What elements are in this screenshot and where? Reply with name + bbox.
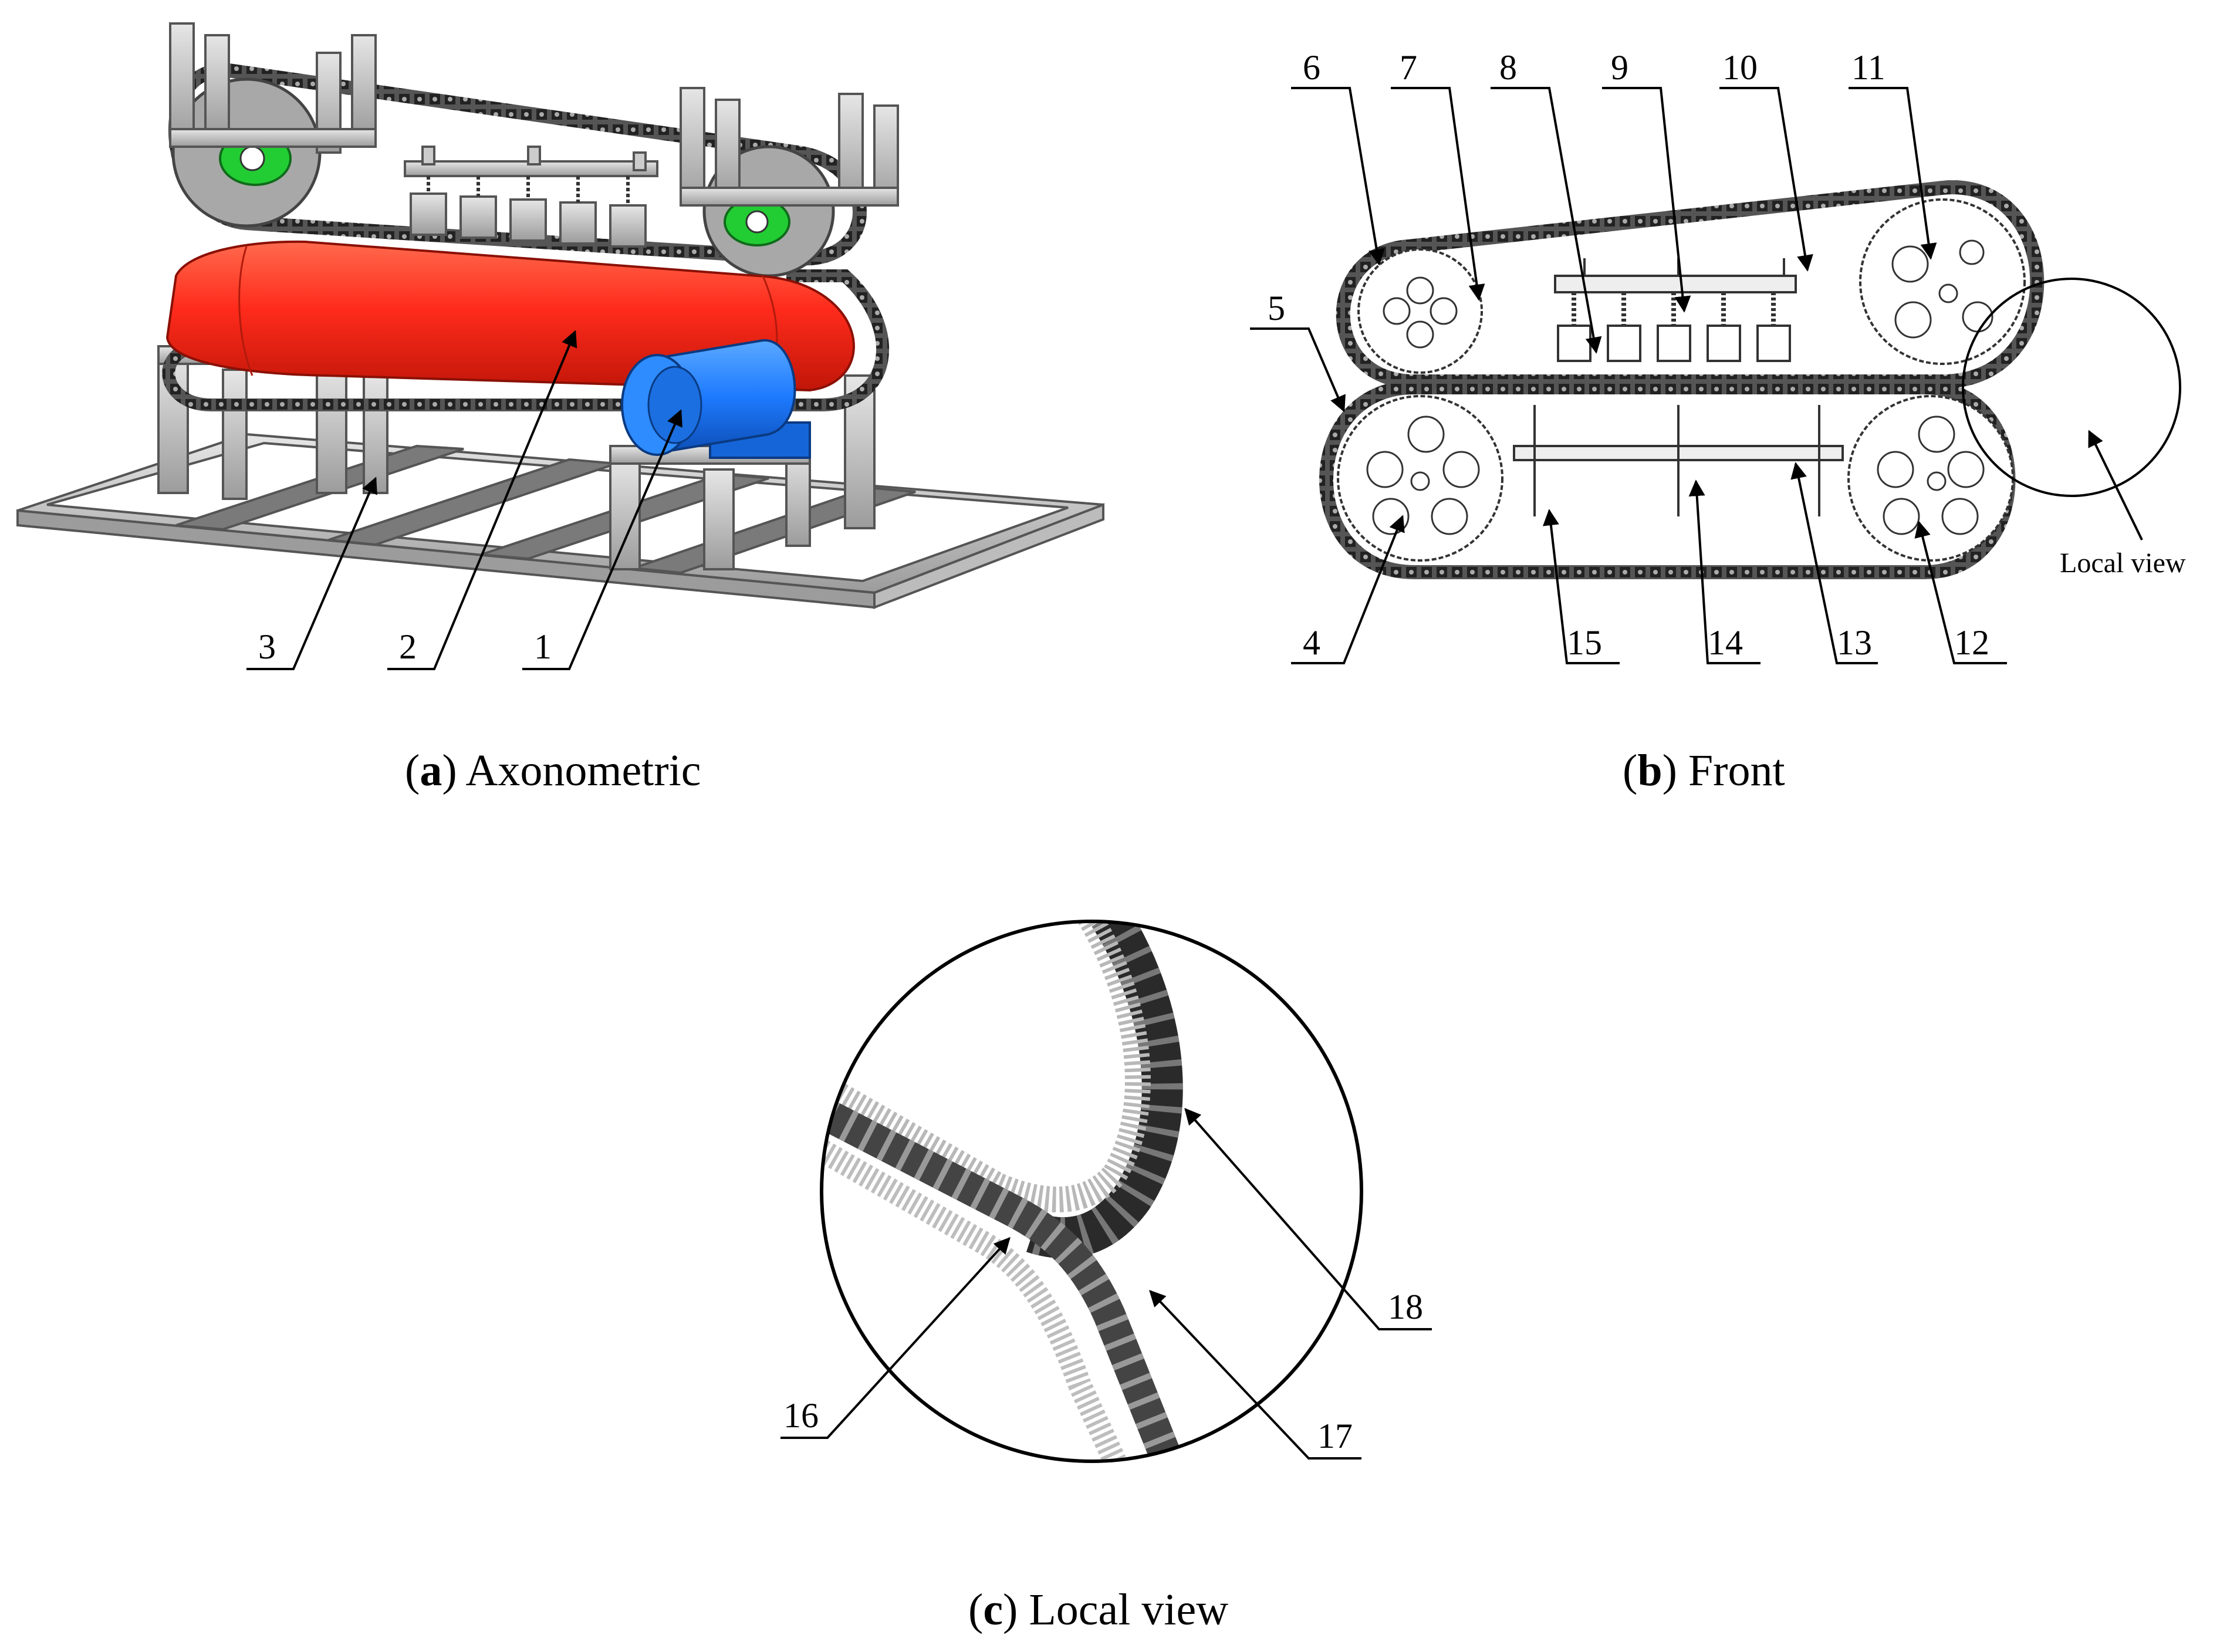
caption-c-letter: c — [983, 1585, 1003, 1634]
label-10: 10 — [1722, 48, 1758, 87]
label-3: 3 — [258, 627, 276, 666]
label-1: 1 — [534, 627, 552, 666]
panel-a-axonometric: 3 2 1 — [16, 22, 1104, 670]
blue-motor — [621, 339, 811, 459]
label-8: 8 — [1499, 48, 1517, 87]
label-4: 4 — [1303, 623, 1320, 662]
upper-track — [168, 22, 899, 278]
front-upper-track — [1336, 180, 2045, 388]
lower-chain-loop — [162, 269, 889, 411]
label-9: 9 — [1611, 48, 1628, 87]
caption-a-title: Axonometric — [465, 746, 701, 795]
label-7: 7 — [1400, 48, 1417, 87]
local-view-circle — [820, 920, 1363, 1463]
front-press — [1513, 258, 1844, 516]
label-2: 2 — [399, 627, 417, 666]
caption-b-title: Front — [1688, 746, 1785, 795]
local-view-label: Local view — [2060, 548, 2186, 579]
light-chain-upper — [827, 921, 1151, 1212]
caption-a-letter: a — [420, 746, 442, 795]
caption-c-title: Local view — [1029, 1585, 1229, 1634]
label-16: 16 — [783, 1396, 819, 1435]
panel-b-leaders — [1250, 87, 2143, 664]
front-wheels — [1337, 198, 2026, 562]
label-17: 17 — [1317, 1417, 1353, 1455]
support-stands — [157, 345, 876, 570]
press-assembly — [404, 146, 658, 248]
label-15: 15 — [1567, 623, 1602, 662]
label-14: 14 — [1708, 623, 1743, 662]
caption-c: (c) Local view — [968, 1585, 1229, 1634]
label-6: 6 — [1303, 48, 1320, 87]
caption-a: (a) Axonometric — [405, 746, 701, 795]
caption-b-letter: b — [1637, 746, 1663, 795]
caption-b: (b) Front — [1623, 746, 1785, 795]
panel-a-leaders — [246, 330, 682, 670]
base-frame — [16, 433, 1104, 609]
panel-c-local-view: 16 17 18 — [780, 920, 1432, 1463]
label-5: 5 — [1268, 289, 1285, 327]
label-12: 12 — [1954, 623, 1989, 662]
label-13: 13 — [1837, 623, 1872, 662]
label-11: 11 — [1851, 48, 1886, 87]
panel-b-front: 6 7 8 9 10 11 5 4 15 14 13 12 Local view — [1250, 48, 2186, 664]
label-18: 18 — [1388, 1288, 1423, 1326]
local-view-marker — [1962, 278, 2181, 497]
panel-c-leaders — [780, 1107, 1432, 1460]
